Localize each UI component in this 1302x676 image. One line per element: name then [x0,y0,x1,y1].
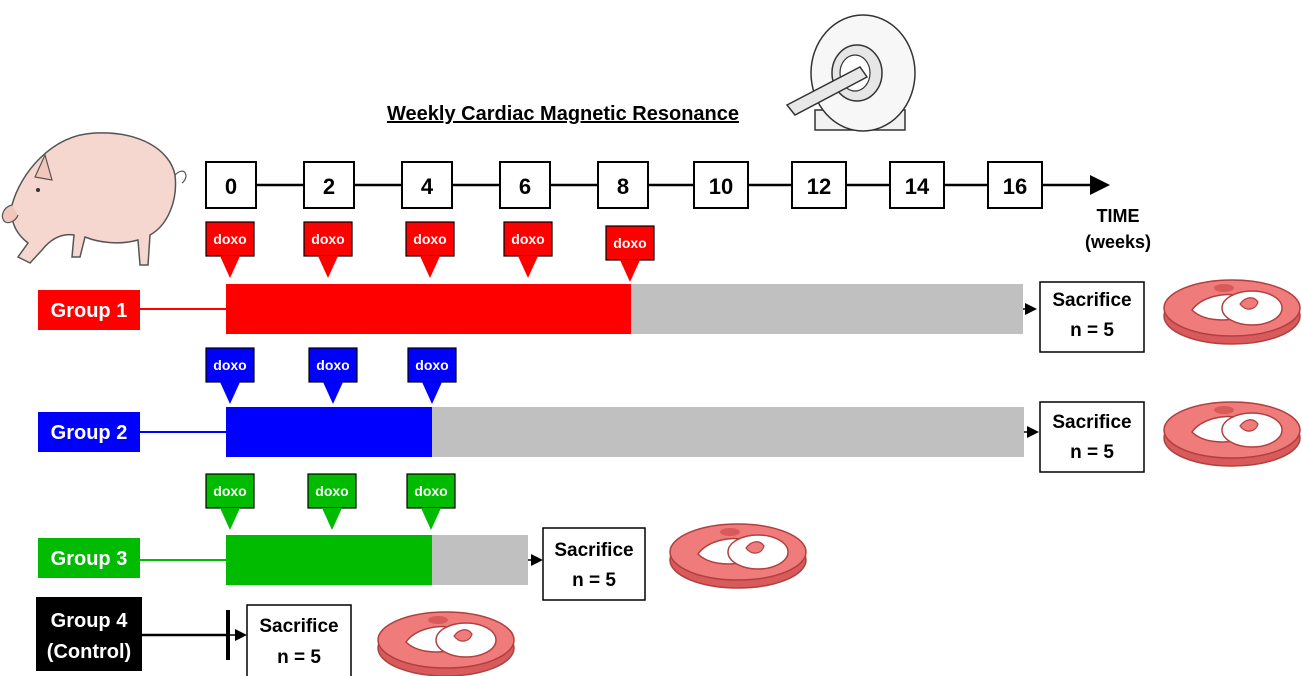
doxo-marker: doxo [205,473,255,530]
group-label: Group 1 [51,300,128,322]
svg-text:Sacrifice: Sacrifice [554,540,633,561]
svg-text:10: 10 [709,174,733,199]
group-label-box [38,290,140,330]
group-label-control: (Control) [47,641,131,663]
svg-text:doxo: doxo [213,357,246,373]
svg-text:2: 2 [323,174,335,199]
group-label: Group 4 [51,610,129,632]
timeline-tick: 12 [791,161,847,209]
diagram-title: Weekly Cardiac Magnetic Resonance [387,103,739,125]
svg-text:doxo: doxo [414,483,447,499]
svg-text:8: 8 [617,174,629,199]
svg-text:14: 14 [905,174,930,199]
follow-up-bar [631,284,1023,334]
doxo-marker: doxo [205,221,255,278]
group-label-box [38,538,140,578]
sacrifice-box: Sacrifice n = 5 [1039,281,1145,353]
svg-text:doxo: doxo [213,231,246,247]
svg-text:Sacrifice: Sacrifice [1052,290,1131,311]
svg-text:12: 12 [807,174,831,199]
svg-text:doxo: doxo [613,235,646,251]
svg-text:doxo: doxo [413,231,446,247]
sacrifice-box: Sacrifice n = 5 [246,604,352,676]
group-label: Group 3 [51,548,128,570]
time-axis-unit: (weeks) [1085,232,1151,252]
svg-text:doxo: doxo [415,357,448,373]
svg-text:n = 5: n = 5 [1070,442,1114,463]
timeline-tick: 8 [597,161,649,209]
doxo-marker: doxo [605,225,655,282]
group-1-row: Group 1 doxo doxo doxo doxo doxo [38,221,1301,353]
follow-up-bar [432,535,528,585]
timeline-tick: 2 [303,161,355,209]
group-label-box [38,412,140,452]
doxo-marker: doxo [308,347,358,404]
treatment-bar [226,407,432,457]
svg-text:doxo: doxo [213,483,246,499]
timeline-tick: 0 [205,161,257,209]
follow-up-bar [432,407,1024,457]
doxo-marker: doxo [303,221,353,278]
doxo-marker: doxo [503,221,553,278]
svg-text:doxo: doxo [316,357,349,373]
svg-text:4: 4 [421,174,434,199]
doxo-marker: doxo [407,347,457,404]
heart-slice-icon [1163,401,1301,467]
timeline-tick: 16 [987,161,1043,209]
group-3-row: Group 3 doxo doxo doxo Sacrifice n = 5 [38,473,807,601]
svg-text:n = 5: n = 5 [1070,320,1114,341]
timeline-tick: 6 [499,161,551,209]
svg-text:16: 16 [1003,174,1027,199]
treatment-bar [226,535,432,585]
group-label: Group 2 [51,422,128,444]
heart-slice-icon [1163,279,1301,345]
svg-text:0: 0 [225,174,237,199]
svg-text:n = 5: n = 5 [572,570,616,591]
svg-text:doxo: doxo [511,231,544,247]
timeline-tick: 14 [889,161,945,209]
sacrifice-box: Sacrifice n = 5 [542,527,646,601]
doxo-marker: doxo [307,473,357,530]
svg-text:6: 6 [519,174,531,199]
timeline-ticks: 0 2 4 6 8 10 12 14 [205,161,1043,209]
group-2-row: Group 2 doxo doxo doxo Sacrifice n = 5 [38,347,1301,473]
svg-text:Sacrifice: Sacrifice [259,616,338,637]
svg-text:doxo: doxo [315,483,348,499]
svg-text:doxo: doxo [311,231,344,247]
doxo-marker: doxo [405,221,455,278]
timeline-tick: 10 [693,161,749,209]
pig-icon [1,132,187,266]
group-label-box [36,597,142,671]
heart-slice-icon [377,611,515,676]
svg-text:n = 5: n = 5 [277,647,321,668]
group-4-row: Group 4 (Control) Sacrifice n = 5 [36,597,515,676]
time-axis-label: TIME [1097,206,1140,226]
treatment-bar [226,284,631,334]
sacrifice-box: Sacrifice n = 5 [1039,401,1145,473]
doxo-marker: doxo [205,347,255,404]
doxo-marker: doxo [406,473,456,530]
heart-slice-icon [669,523,807,589]
timeline-tick: 4 [401,161,453,209]
svg-text:Sacrifice: Sacrifice [1052,412,1131,433]
mri-scanner-icon [785,14,916,132]
